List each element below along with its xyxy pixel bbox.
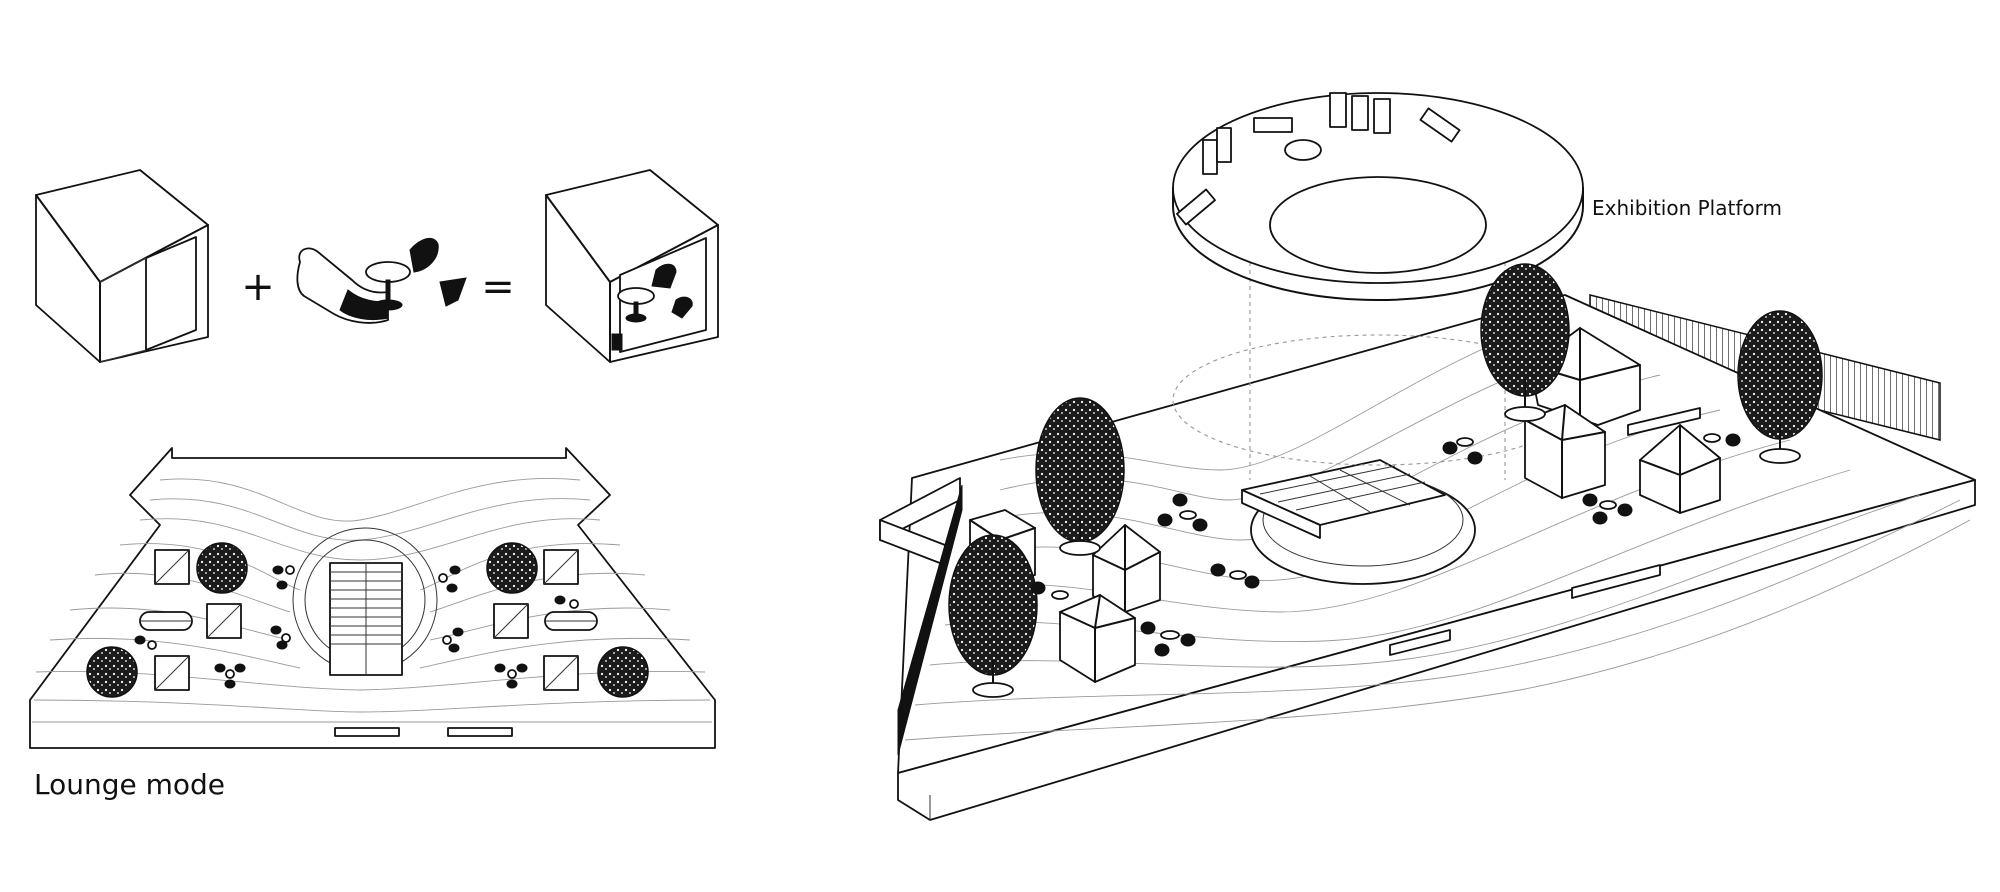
empty-pavilion-cube (35, 169, 209, 363)
plan-sofas (139, 611, 598, 631)
plan-bench-right (447, 727, 513, 737)
lounge-plan (29, 447, 716, 749)
exhibition-platform-label: Exhibition Platform (1592, 196, 1782, 220)
plan-chairs (134, 565, 579, 689)
lounge-mode-label: Lounge mode (34, 768, 226, 801)
equals-sign: = (481, 264, 515, 310)
iso-tree (1737, 310, 1823, 464)
plan-trees (86, 542, 649, 698)
iso-trees (948, 263, 1823, 698)
iso-benches (1389, 407, 1701, 656)
furnished-pavilion-cube (545, 169, 719, 363)
stage-steps (330, 563, 402, 675)
plan-bench-left (334, 727, 400, 737)
iso-pavilion (1092, 524, 1161, 613)
iso-pavilion (1059, 594, 1136, 683)
iso-pavilion (1524, 404, 1606, 499)
isometric-platform (879, 92, 1976, 821)
iso-chairs (1030, 433, 1741, 657)
iso-tree (1480, 263, 1570, 422)
iso-pavilion (1639, 424, 1721, 514)
lounge-furniture-set (296, 237, 467, 324)
iso-tree (1035, 397, 1125, 556)
stage-seating (1259, 465, 1426, 513)
iso-tree (948, 534, 1038, 698)
plus-sign: + (241, 264, 275, 310)
floating-exhibition-ring (1172, 92, 1584, 301)
plan-pavilions (154, 549, 579, 691)
